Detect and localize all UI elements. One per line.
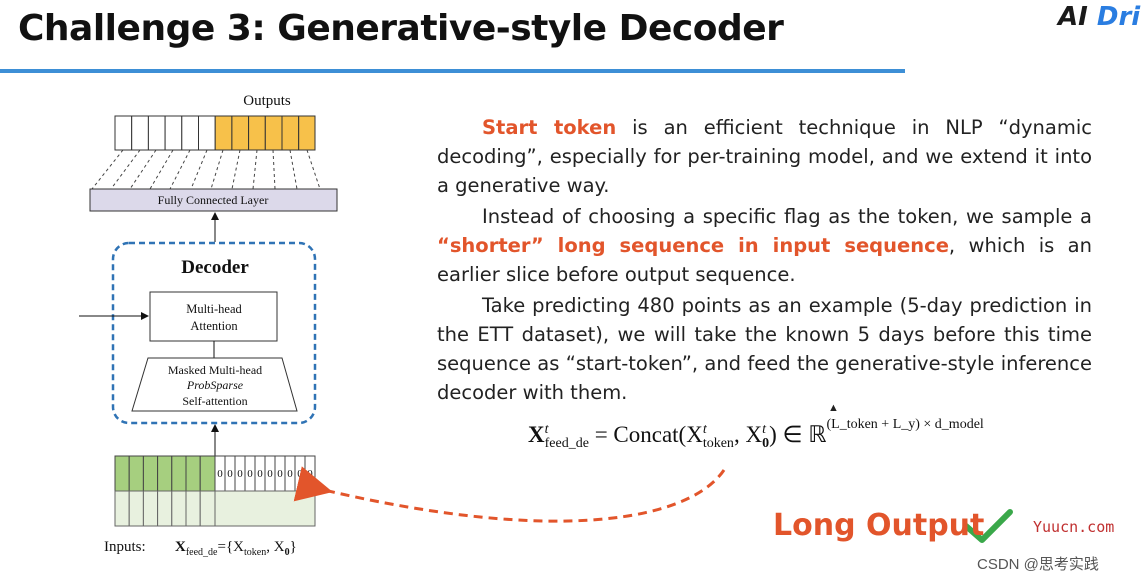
decoder-box — [111, 241, 317, 425]
masked-line1: Masked Multi-head — [168, 363, 262, 377]
mouse-cursor-icon: ▲ — [828, 402, 839, 414]
svg-text:0: 0 — [237, 468, 243, 480]
fc-layer-label: Fully Connected Layer — [158, 193, 269, 207]
logo-text: AI — [1058, 2, 1097, 32]
svg-text:0: 0 — [257, 468, 263, 480]
title-underline — [0, 69, 905, 73]
site-watermark: Yuucn.com — [1033, 518, 1115, 536]
svg-text:0: 0 — [227, 468, 233, 480]
logo-accent: Dri — [1096, 2, 1141, 32]
svg-text:0: 0 — [267, 468, 273, 480]
start-token-highlight: Start token — [482, 116, 617, 139]
page-title: Challenge 3: Generative-style Decoder — [18, 8, 784, 49]
explanation-text: Start token is an efficient technique in… — [437, 113, 1092, 409]
masked-line3: Self-attention — [182, 394, 247, 408]
decoder-architecture-diagram: Outputs Fully Connected Layer Decod — [79, 93, 338, 558]
fc-layer-box — [89, 188, 338, 212]
mha-line2: Attention — [190, 319, 238, 333]
multi-head-attention-box — [149, 291, 278, 342]
fc-connectors — [91, 149, 321, 190]
shorter-sequence-highlight: “shorter” long sequence in input sequenc… — [437, 234, 949, 257]
masked-line2: ProbSparse — [186, 378, 244, 392]
decoder-label: Decoder — [181, 257, 249, 278]
csdn-watermark: CSDN @思考实践 — [977, 556, 1099, 573]
svg-text:0: 0 — [217, 468, 223, 480]
masked-attention-trapezoid — [131, 357, 298, 412]
mha-line1: Multi-head — [186, 302, 242, 316]
paragraph-1: Start token is an efficient technique in… — [437, 116, 1092, 197]
outputs-label: Outputs — [243, 93, 291, 109]
svg-text:0: 0 — [277, 468, 283, 480]
paragraph-2: Instead of choosing a specific flag as t… — [437, 205, 1092, 286]
paragraph-3: Take predicting 480 points as an example… — [437, 294, 1092, 404]
input-cells-bottom — [114, 490, 316, 527]
inputs-formula: Xfeed_de={Xtoken, X0} — [175, 539, 297, 558]
svg-text:0: 0 — [247, 468, 253, 480]
svg-text:0: 0 — [287, 468, 293, 480]
inputs-label: Inputs: — [104, 539, 146, 555]
check-icon — [963, 509, 1013, 543]
long-output-label: Long Output — [773, 508, 985, 543]
start-token-arrow — [293, 466, 726, 523]
logo: AI Dri — [1058, 2, 1140, 32]
output-cells — [114, 115, 316, 151]
